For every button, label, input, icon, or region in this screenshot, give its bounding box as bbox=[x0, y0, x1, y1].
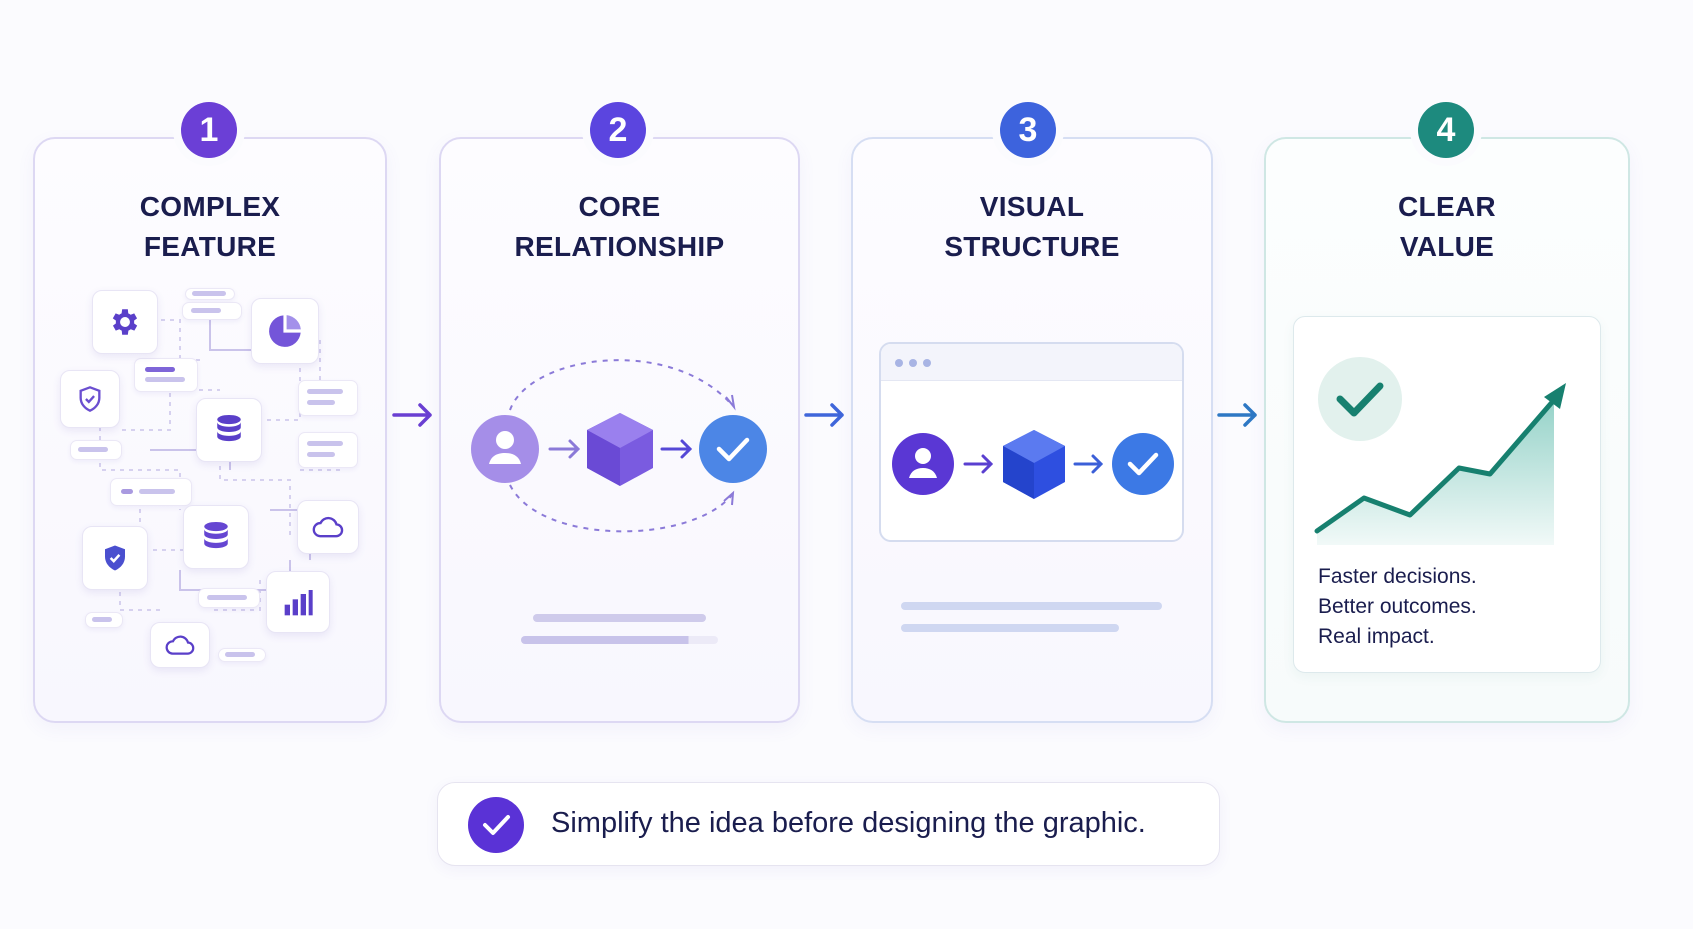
step-1-title: COMPLEX FEATURE bbox=[139, 191, 281, 262]
pie-chart-icon bbox=[269, 315, 301, 347]
placeholder-line bbox=[521, 636, 718, 644]
check-icon bbox=[468, 797, 524, 853]
window-titlebar bbox=[881, 344, 1182, 381]
user-icon bbox=[892, 433, 954, 495]
feature-chip bbox=[182, 302, 242, 320]
feature-chip bbox=[85, 612, 123, 628]
database-tile bbox=[183, 505, 249, 569]
structure-flow bbox=[892, 430, 1174, 499]
cloud-icon bbox=[312, 516, 344, 538]
check-circle-icon bbox=[1318, 357, 1402, 441]
flow-arrow-2-to-3 bbox=[804, 403, 844, 427]
callout-text: Simplify the idea before designing the g… bbox=[551, 807, 1146, 839]
feature-connections bbox=[90, 319, 340, 611]
feature-chip bbox=[218, 648, 266, 662]
feature-chip bbox=[298, 432, 358, 468]
feature-chip bbox=[110, 478, 192, 506]
gear-tile bbox=[92, 290, 158, 354]
user-icon bbox=[471, 415, 539, 483]
cloud-icon bbox=[165, 635, 195, 655]
cube-icon bbox=[1003, 430, 1065, 499]
placeholder-line bbox=[901, 624, 1119, 632]
placeholder-line bbox=[533, 614, 706, 622]
feature-chip bbox=[70, 440, 122, 460]
flow-arrow-1-to-2 bbox=[392, 403, 432, 427]
pie-chart-tile bbox=[251, 298, 319, 364]
value-line-1: Faster decisions. bbox=[1318, 565, 1477, 588]
step-2-title: CORE RELATIONSHIP bbox=[514, 191, 725, 262]
window-dot bbox=[895, 359, 903, 367]
bar-chart-icon bbox=[284, 590, 313, 616]
bar-chart-tile bbox=[266, 571, 330, 633]
core-relationship-graphic bbox=[471, 359, 767, 533]
shield-outline-tile bbox=[60, 370, 120, 428]
window-dot bbox=[923, 359, 931, 367]
step-2-badge: 2 bbox=[590, 102, 646, 158]
gear-icon bbox=[112, 309, 138, 335]
value-line-2: Better outcomes. bbox=[1318, 595, 1477, 618]
step-3-badge: 3 bbox=[1000, 102, 1056, 158]
cloud-tile bbox=[150, 622, 210, 668]
flow-arrow-3-to-4 bbox=[1217, 403, 1257, 427]
step-1-badge: 1 bbox=[181, 102, 237, 158]
feature-chip bbox=[298, 380, 358, 416]
takeaway-callout: Simplify the idea before designing the g… bbox=[437, 782, 1220, 866]
database-icon bbox=[217, 414, 241, 442]
growth-chart-graphic bbox=[1314, 357, 1566, 545]
shield-filled-tile bbox=[82, 526, 148, 590]
structure-window bbox=[879, 342, 1184, 542]
cube-icon bbox=[587, 413, 653, 486]
value-panel: Faster decisions. Better outcomes. Real … bbox=[1293, 316, 1601, 673]
step-4-badge: 4 bbox=[1418, 102, 1474, 158]
feature-chip bbox=[185, 288, 235, 300]
shield-filled-icon bbox=[105, 545, 125, 571]
step-4-title: CLEAR VALUE bbox=[1398, 191, 1496, 262]
placeholder-line bbox=[901, 602, 1162, 610]
feature-chip bbox=[198, 588, 260, 608]
check-icon bbox=[699, 415, 767, 483]
value-line-3: Real impact. bbox=[1318, 625, 1435, 648]
cloud-tile bbox=[297, 500, 359, 554]
shield-outline-icon bbox=[79, 386, 101, 412]
check-icon bbox=[1112, 433, 1174, 495]
database-icon bbox=[204, 521, 228, 549]
step-3-title: VISUAL STRUCTURE bbox=[944, 191, 1120, 262]
feature-chip bbox=[134, 358, 198, 392]
window-dot bbox=[909, 359, 917, 367]
database-tile bbox=[196, 398, 262, 462]
